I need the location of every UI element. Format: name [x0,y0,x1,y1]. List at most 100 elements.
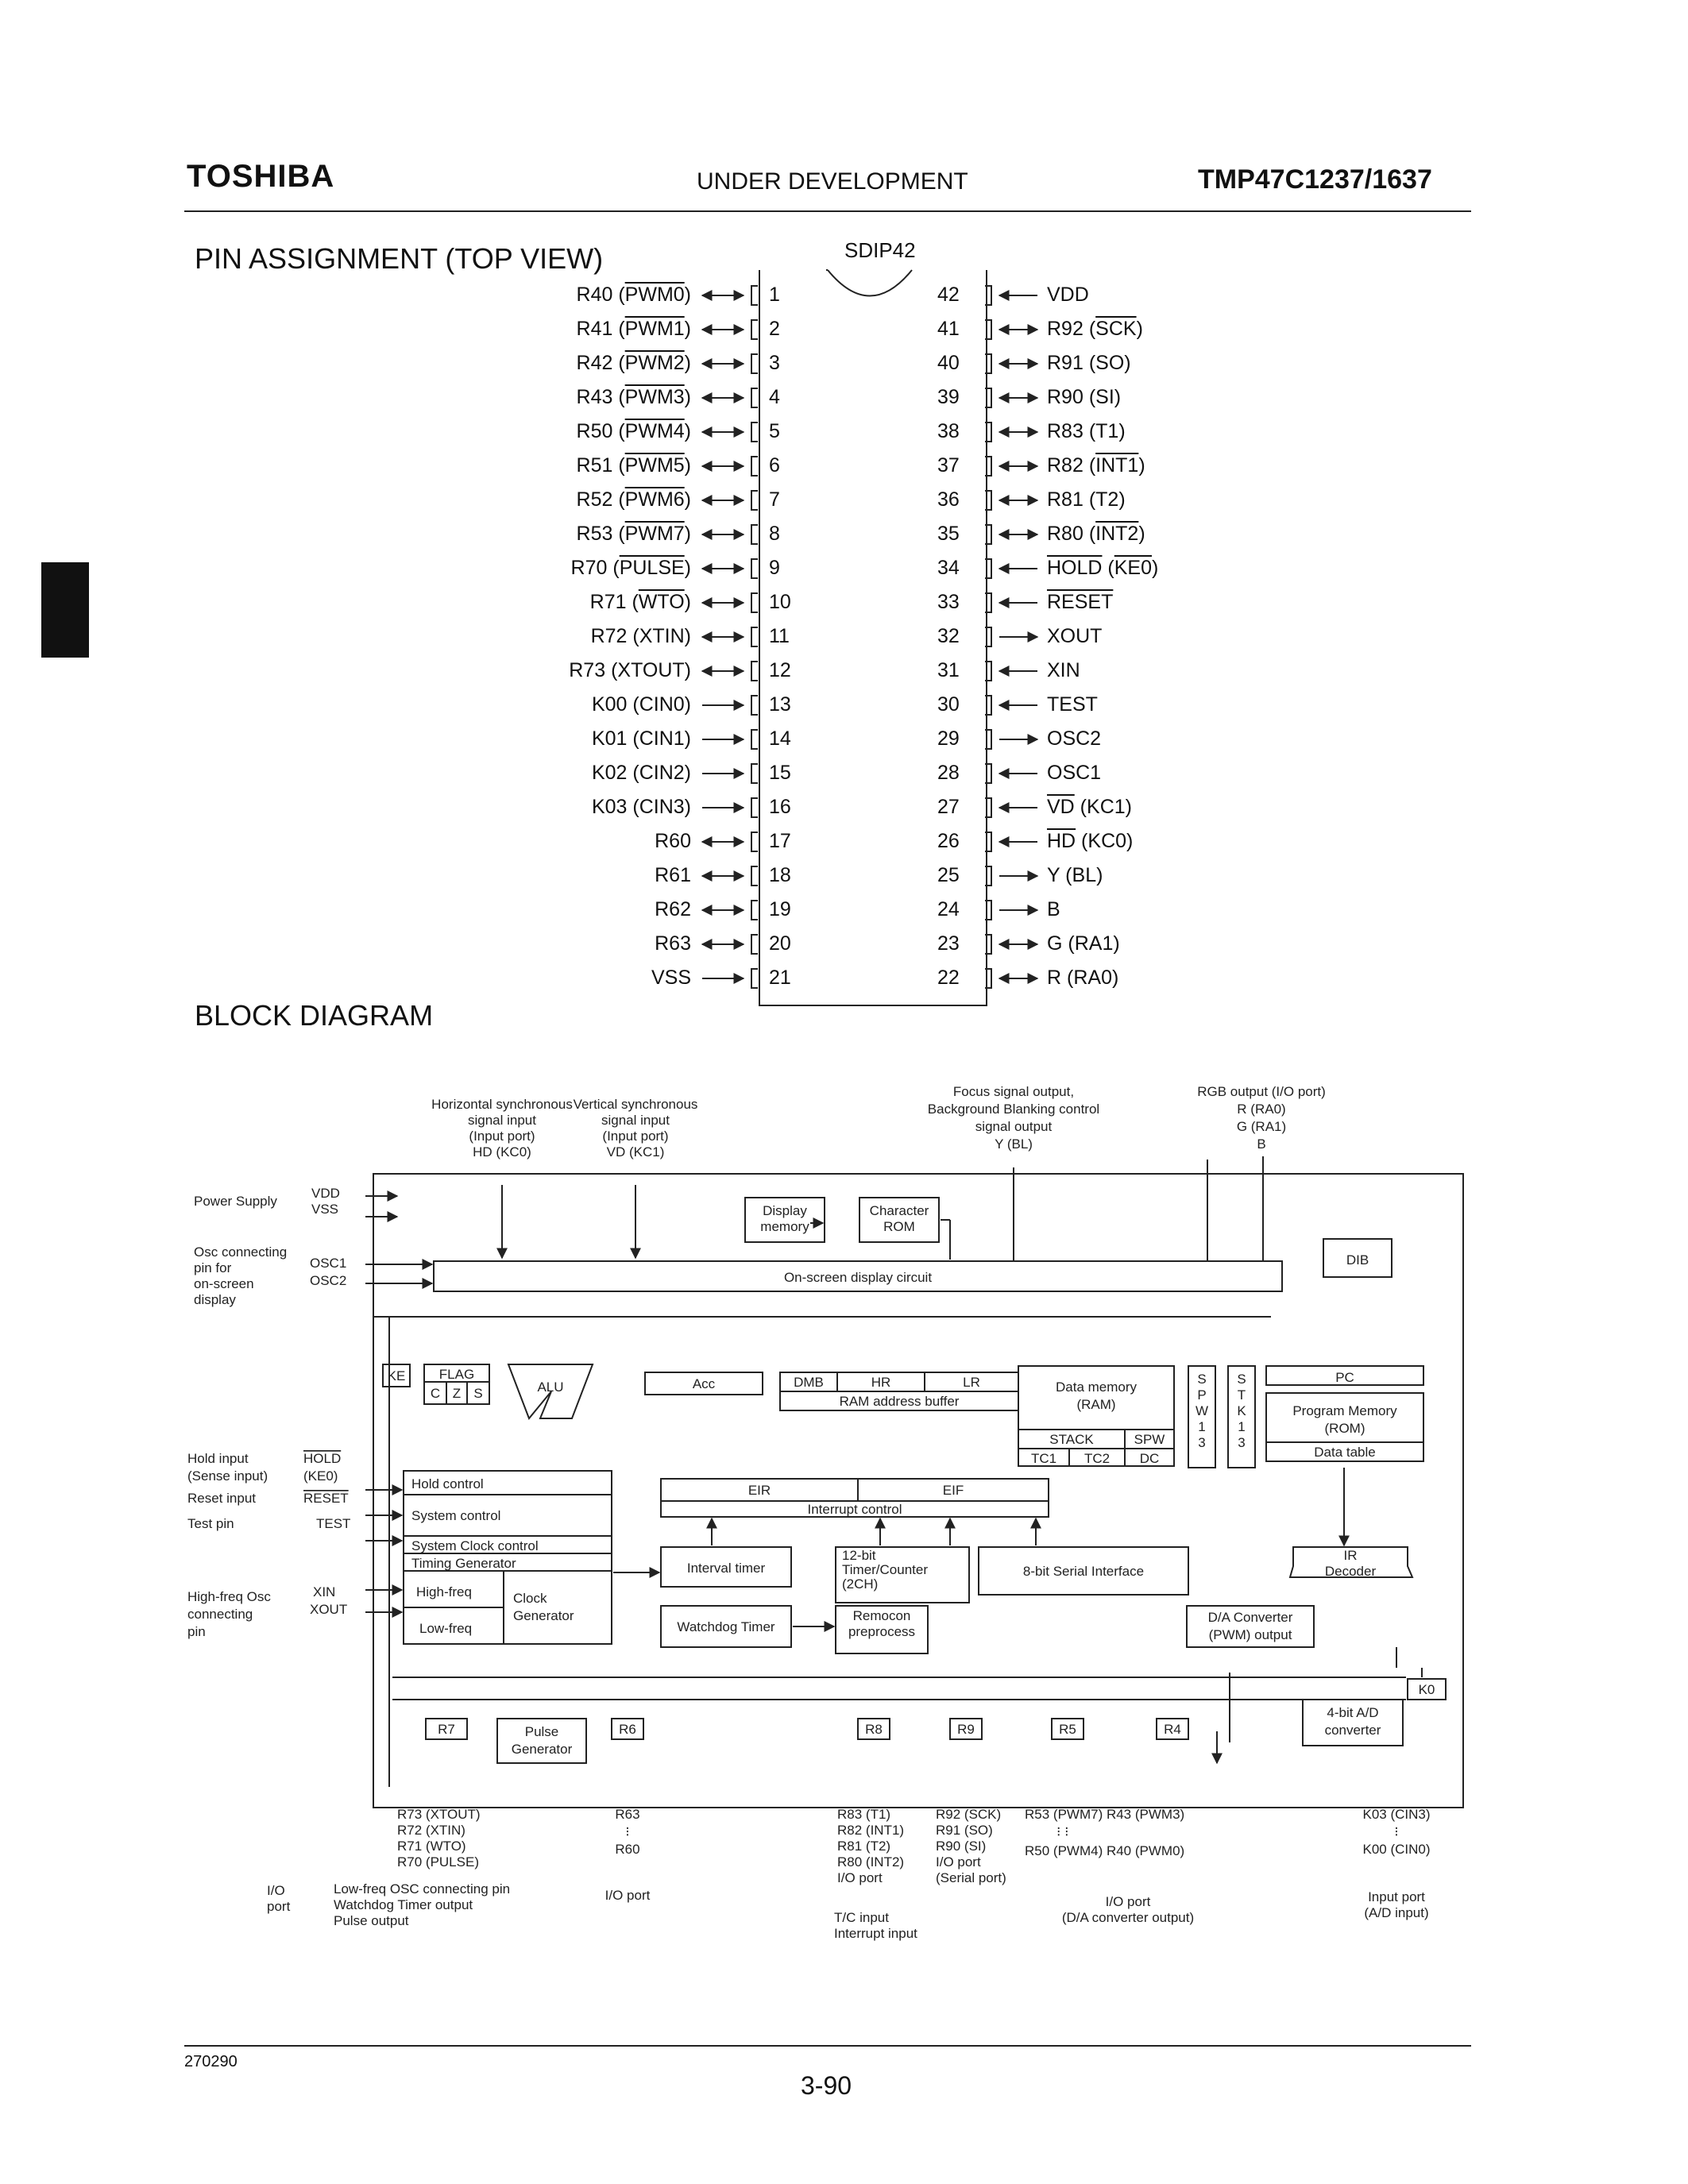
pin-number: 42 [937,284,960,306]
pin-stub [985,388,992,408]
bot-r54-top: R53 (PWM7) R43 (PWM3) [1025,1807,1184,1822]
pin-number: 39 [937,386,960,408]
pin-stub [751,353,758,374]
pin-stub [985,695,992,716]
blk-stk13: T [1238,1387,1246,1403]
bot-r6: R60 [615,1842,639,1857]
pin-stub [985,456,992,477]
bot-k0-port: (A/D input) [1364,1905,1428,1920]
pin-name: R71 [589,591,627,613]
pin-stub [751,729,758,750]
top-hsync: (Input port) [469,1129,535,1144]
pin-label-28: OSC1 [1047,762,1101,785]
pin-stub [985,319,992,340]
blk-sys-clk: System Clock control [411,1538,539,1553]
blk-prog-mem: (ROM) [1325,1421,1365,1436]
pin-number: 15 [769,762,791,784]
pin-number: 37 [937,454,960,477]
pin-stub [751,388,758,408]
pin-name: VDD [1047,284,1089,306]
top-vsync: signal input [601,1113,670,1128]
top-focus: Background Blanking control [928,1102,1099,1117]
left-test: Test pin [187,1516,234,1531]
blk-c: C [431,1386,440,1401]
document-code: 270290 [184,2053,238,2070]
pin-number: 17 [769,830,791,852]
pin-stub [751,763,758,784]
pin-number: 34 [937,557,960,579]
left-hold: Hold input [187,1451,249,1466]
pin-number: 3 [769,352,780,374]
pin-stub [751,900,758,920]
pin-label-20: R63 [655,932,691,955]
pin-name: XOUT [1047,625,1103,647]
blk-remocon: Remocon [853,1608,911,1623]
blk-hold-ctrl: Hold control [411,1476,484,1491]
pin-label-9: R70 (PULSE) [570,557,691,579]
pin-function: CIN3 [639,796,685,818]
pin-stub [751,285,758,306]
top-focus: Focus signal output, [953,1084,1074,1099]
blk-r5: R5 [1059,1722,1076,1737]
pin-function: CIN2 [639,762,685,784]
pin-label-40: R91 (SO) [1047,352,1131,374]
blk-stack: STACK [1049,1432,1094,1447]
blk-eif: EIF [943,1483,964,1498]
blk-timing: Timing Generator [411,1556,516,1571]
pin-label-7: R52 (PWM6) [576,488,691,511]
pin-name: R61 [655,864,691,886]
blk-data-table: Data table [1314,1445,1376,1460]
pin-stub [751,456,758,477]
block-diagram-title: BLOCK DIAGRAM [195,999,434,1032]
pin-function: PWM3 [624,386,685,408]
pin-label-17: R60 [655,830,691,853]
top-focus: signal output [975,1119,1053,1134]
pin-label-36: R81 (T2) [1047,488,1126,511]
pin-number: 18 [769,864,791,886]
part-number: TMP47C1237/1637 [1198,164,1432,195]
blk-lowfreq: Low-freq [419,1621,472,1636]
pin-number: 7 [769,488,780,511]
bot-r8: R82 (INT1) [837,1823,904,1838]
pin-function: PWM2 [624,352,685,374]
bot-r7-fn: Pulse output [334,1913,409,1928]
left-osc: display [194,1292,236,1307]
blk-stk13: S [1237,1372,1246,1387]
blk-tc2: TC2 [1084,1451,1110,1466]
left-xout: XOUT [310,1602,347,1617]
pin-label-6: R51 (PWM5) [576,454,691,477]
pin-function: BL [1072,864,1097,886]
pin-function: CIN0 [639,693,685,716]
left-osc: on-screen [194,1276,254,1291]
bot-r8-fn: T/C input [834,1910,889,1925]
bot-r7: R73 (XTOUT) [397,1807,481,1822]
bot-r7: R70 (PULSE) [397,1854,479,1870]
top-vsync: Vertical synchronous [574,1097,698,1112]
pin-number: 19 [769,898,791,920]
bot-io1: I/O [267,1883,285,1898]
left-vdd: VDD [311,1186,340,1201]
bot-io1: port [267,1899,291,1914]
left-osc: pin for [194,1260,232,1275]
pin-label-34: HOLD (KE0) [1047,557,1159,579]
blk-stk13: K [1237,1403,1246,1418]
blk-pulse: Generator [512,1742,573,1757]
pin-label-12: R73 (XTOUT) [569,659,691,681]
blk-spw13: S [1197,1372,1206,1387]
pin-label-41: R92 (SCK) [1047,318,1143,340]
bot-r6: ⁝ [625,1824,629,1839]
pin-label-11: R72 (XTIN) [590,625,691,647]
pin-function: CIN1 [639,727,685,750]
blk-spw: SPW [1134,1432,1165,1447]
blk-timer: Timer/Counter [842,1562,928,1577]
pin-label-29: OSC2 [1047,727,1101,751]
pin-stub [985,661,992,681]
pin-number: 10 [769,591,791,613]
top-hsync: Horizontal synchronous [431,1097,573,1112]
pin-label-26: HD (KC0) [1047,830,1134,852]
pin-name: R43 [576,386,613,408]
pin-name: G [1047,932,1063,955]
blk-sys-ctrl: System control [411,1508,500,1523]
pin-number: 5 [769,420,780,442]
blk-hr: HR [871,1375,891,1390]
